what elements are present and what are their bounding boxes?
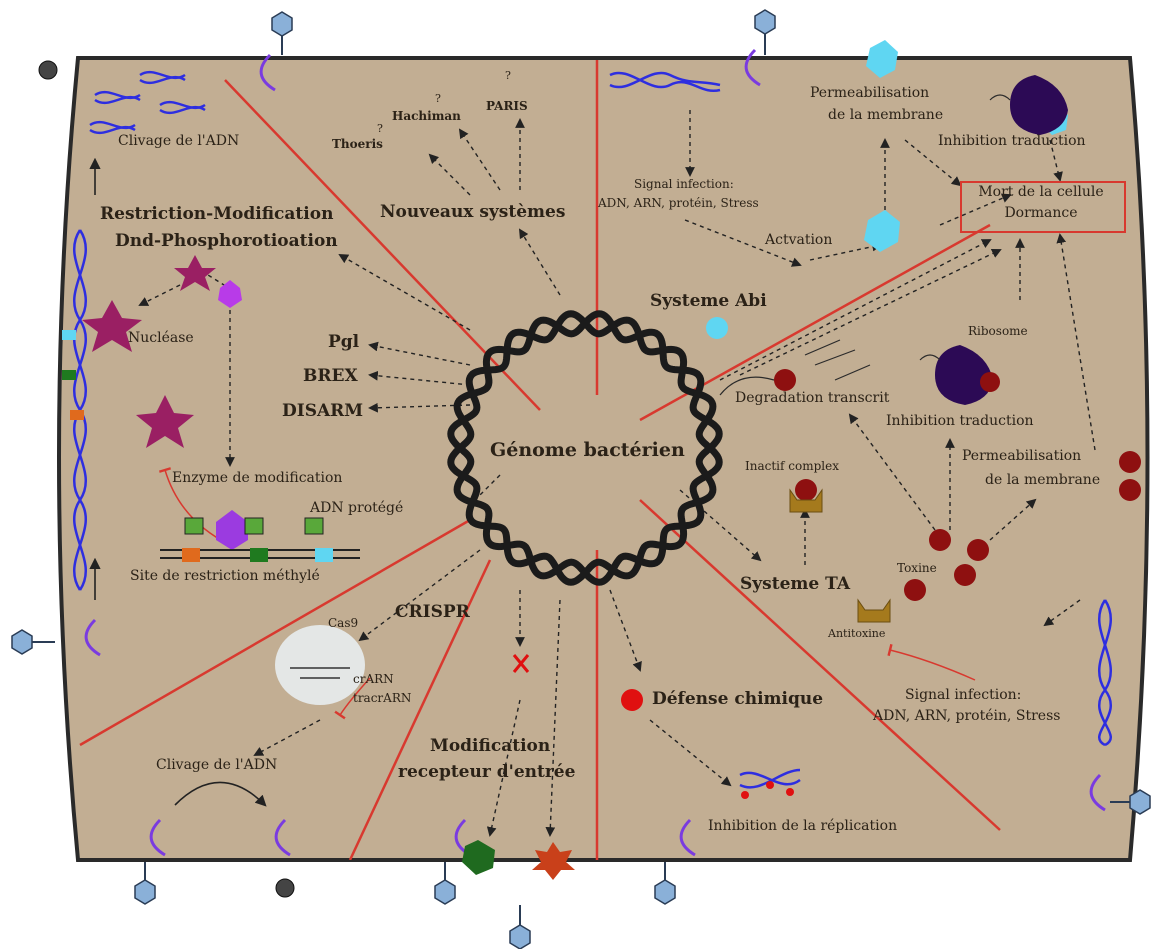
dna-marks xyxy=(62,330,794,799)
new-item-thoeris: Thoeris xyxy=(332,137,383,151)
dna-strands xyxy=(73,70,1113,789)
ta-inhib: Inhibition traduction xyxy=(886,413,1034,429)
rm-title-1: Restriction-Modification xyxy=(100,204,334,224)
death-label-1: Mort de la cellule xyxy=(978,184,1104,200)
ta-signal-2: ADN, ARN, protéin, Stress xyxy=(873,708,1061,724)
abi-dot xyxy=(706,317,728,339)
abi-title: Systeme Abi xyxy=(650,291,767,311)
new-systems-title: Nouveaux systèmes xyxy=(380,202,566,222)
ribosomes xyxy=(935,75,1068,405)
dashed-arrows xyxy=(138,110,1096,837)
toxins xyxy=(774,369,1141,601)
phage-dark-icons xyxy=(38,60,295,898)
section-dividers xyxy=(79,60,1001,860)
disarm-label: DISARM xyxy=(282,401,364,421)
brex-label: BREX xyxy=(303,366,358,386)
cas9-label: Cas9 xyxy=(328,616,359,630)
inactive-label: Inactif complex xyxy=(745,459,839,473)
q-mark-1: ? xyxy=(377,122,383,135)
q-mark-3: ? xyxy=(505,69,511,82)
abi-signal-1: Signal infection: xyxy=(634,177,734,191)
chem-title: Défense chimique xyxy=(652,689,824,709)
toxin-label: Toxine xyxy=(897,561,937,575)
ta-signal-1: Signal infection: xyxy=(905,687,1022,703)
methylated-site xyxy=(160,517,360,562)
ta-title: Systeme TA xyxy=(740,574,851,594)
genome-ring xyxy=(447,310,723,586)
nuclease-label: Nucléase xyxy=(128,330,194,346)
solid-arrows xyxy=(89,157,267,807)
genome-title: Génome bactérien xyxy=(490,439,685,461)
protected-dna-label: ADN protégé xyxy=(310,500,404,516)
crispr-title: CRISPR xyxy=(395,602,470,622)
degradation-label: Degradation transcrit xyxy=(735,390,890,406)
pgl-label: Pgl xyxy=(328,332,360,352)
tracr-label: tracrARN xyxy=(353,691,412,705)
red-cross xyxy=(512,654,530,673)
chem-inhib: Inhibition de la réplication xyxy=(708,818,898,834)
new-item-hachiman: Hachiman xyxy=(392,109,461,123)
abi-signal-2: ADN, ARN, protéin, Stress xyxy=(598,196,759,210)
abi-perm-1: Permeabilisation xyxy=(810,85,930,101)
ribosome-label: Ribosome xyxy=(968,324,1028,338)
crispr-cleavage: Clivage de l'ADN xyxy=(156,757,278,773)
ta-perm-1: Permeabilisation xyxy=(962,448,1082,464)
receptor-title-1: Modification xyxy=(430,736,551,756)
enzyme-label: Enzyme de modification xyxy=(172,470,343,486)
phage-tails xyxy=(32,34,1130,925)
chem-dot xyxy=(621,689,643,711)
crarn-label: crARN xyxy=(353,672,394,686)
receptor-green xyxy=(462,840,495,875)
abi-perm-2: de la membrane xyxy=(828,107,944,123)
ta-perm-2: de la membrane xyxy=(985,472,1101,488)
death-label-2: Dormance xyxy=(1004,205,1078,221)
cas9-complex xyxy=(275,625,365,705)
abi-inhib: Inhibition traduction xyxy=(938,133,1086,149)
rm-title-2: Dnd-Phosphorotioation xyxy=(115,231,338,251)
rm-cleavage-label: Clivage de l'ADN xyxy=(118,133,240,149)
new-item-paris: PARIS xyxy=(486,99,528,113)
antitoxin-cups xyxy=(789,488,891,623)
q-mark-2: ? xyxy=(435,92,441,105)
receptor-red xyxy=(532,842,575,880)
site-label: Site de restriction méthylé xyxy=(130,568,320,584)
receptor-title-2: recepteur d'entrée xyxy=(398,762,576,782)
transcript xyxy=(719,94,1011,396)
abi-activation: Actvation xyxy=(765,232,833,248)
antitoxin-label: Antitoxine xyxy=(828,627,886,640)
death-box xyxy=(960,181,1126,233)
